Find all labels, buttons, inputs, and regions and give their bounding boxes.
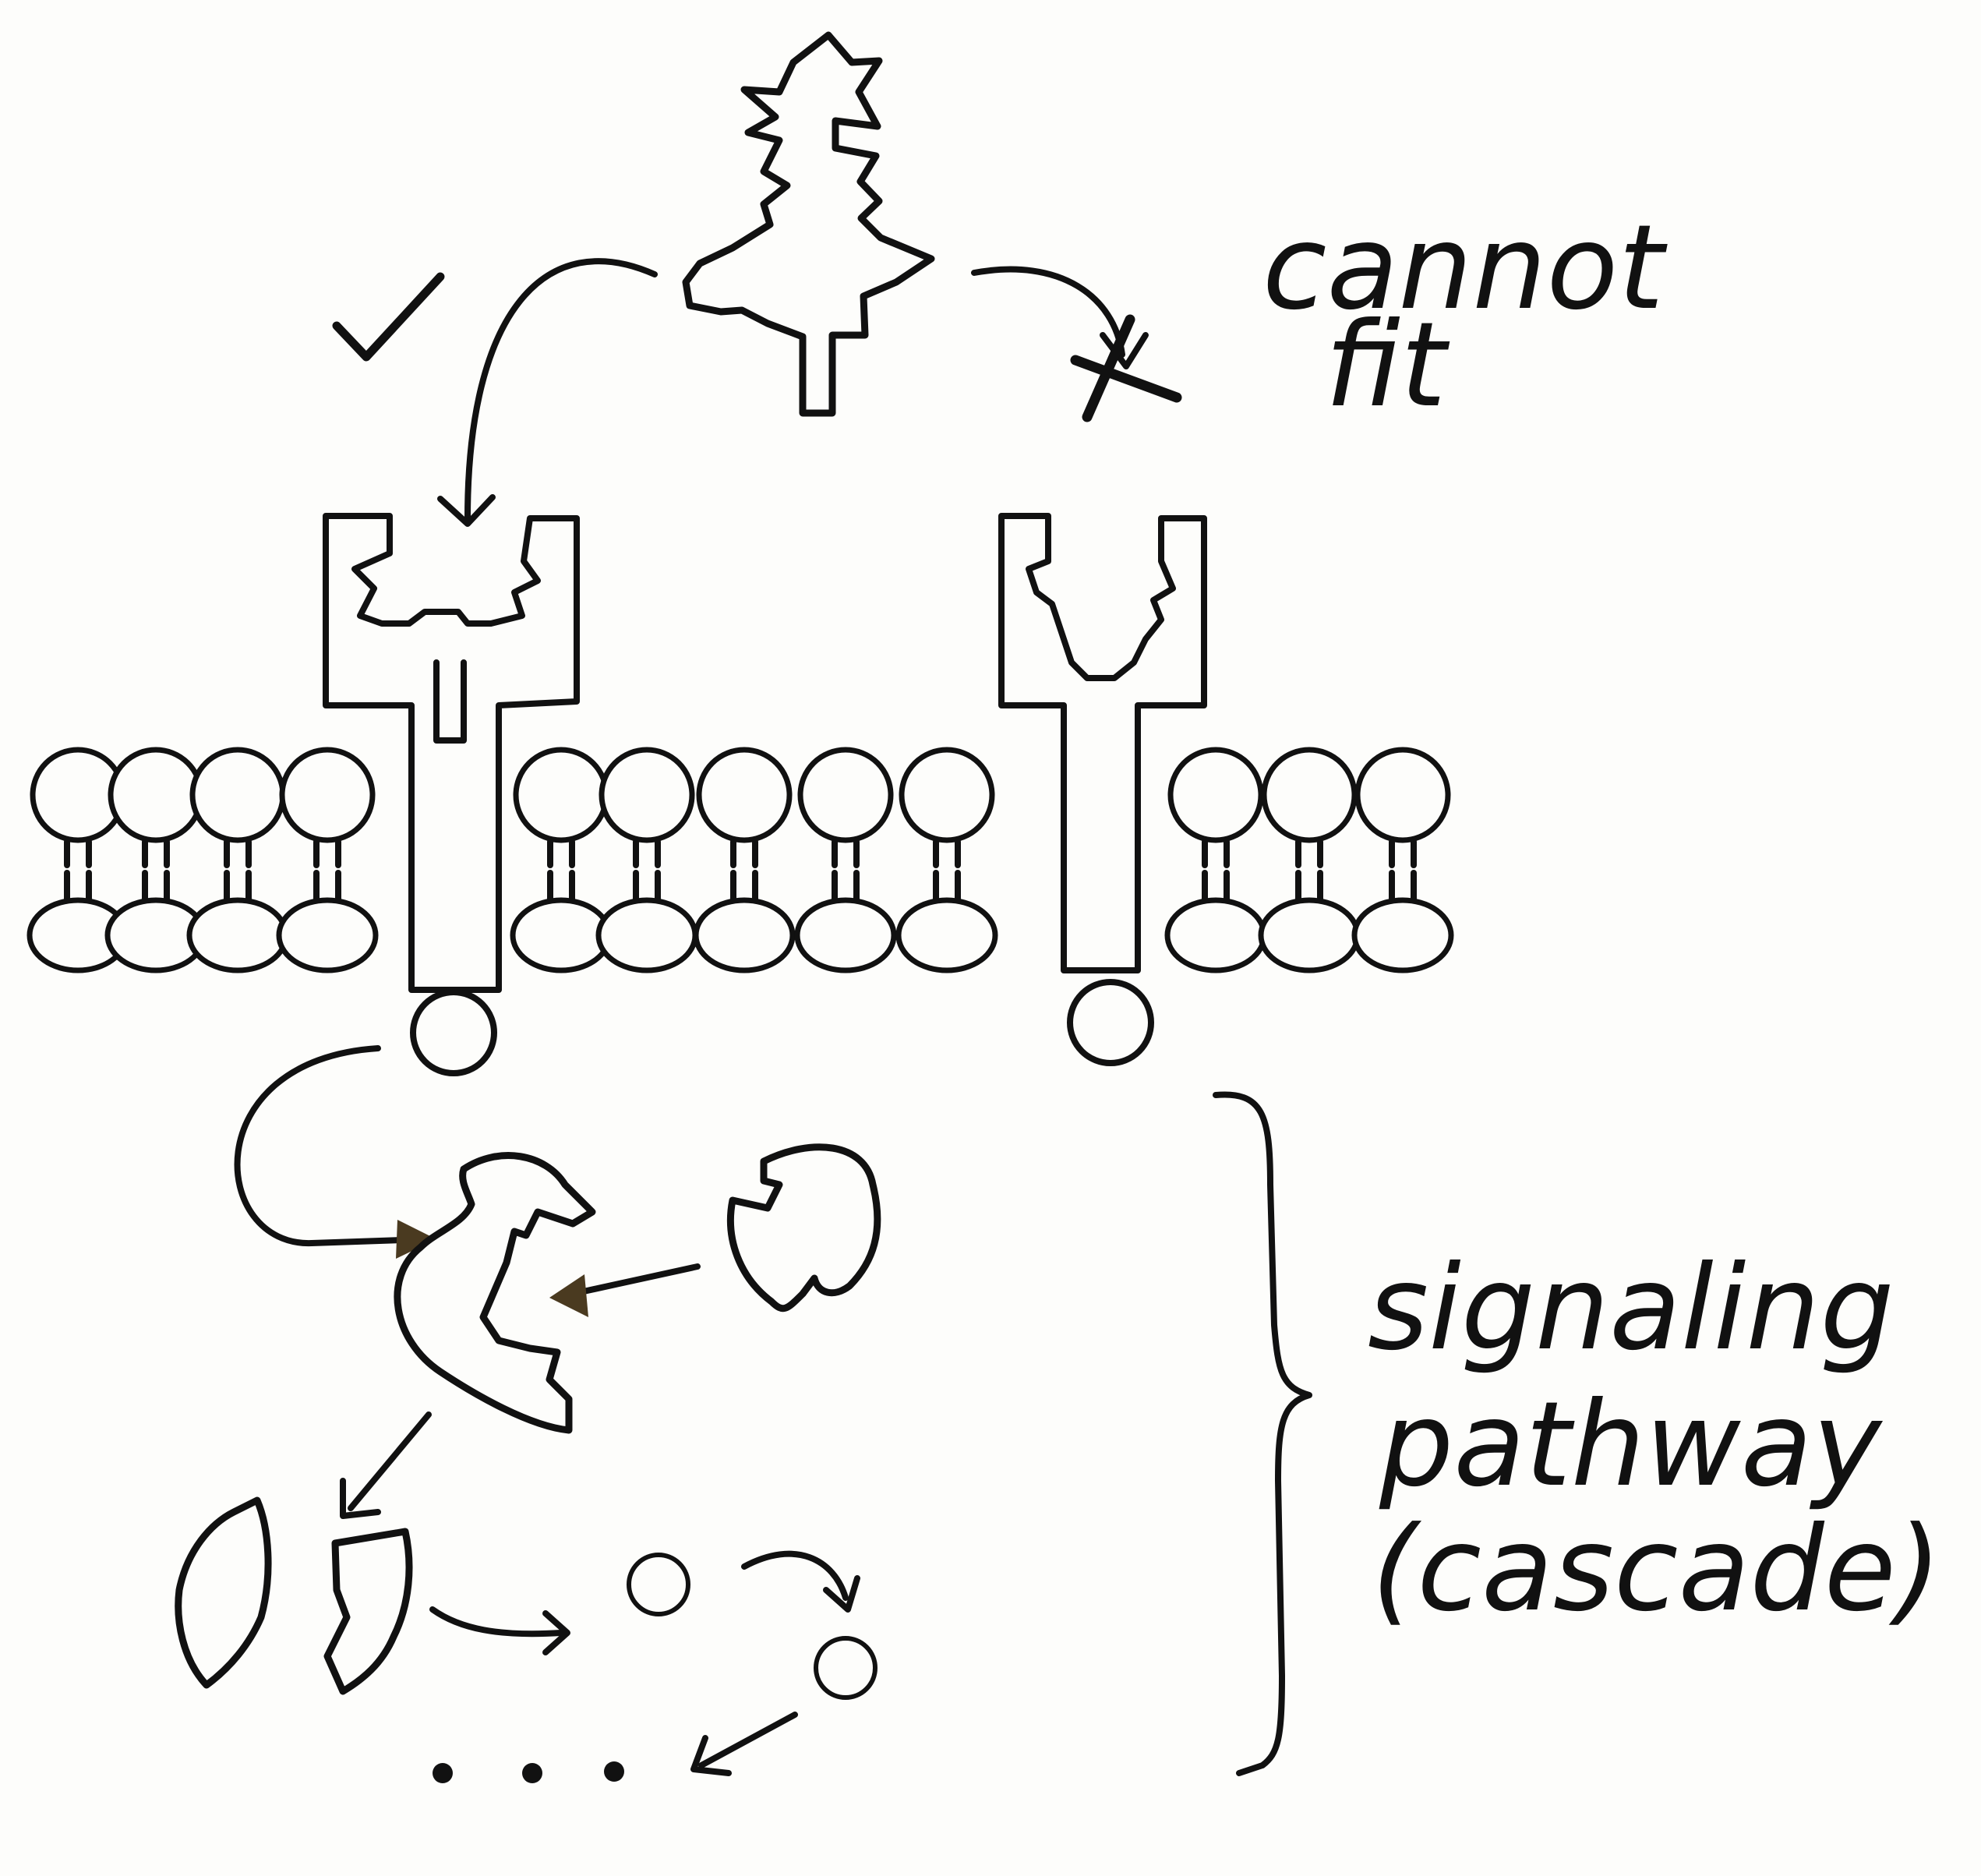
phospholipid-head-top — [108, 747, 204, 843]
cascade-label: signaling pathway (cascade) — [1368, 1241, 1941, 1638]
arrowhead-ellipsis — [690, 1735, 732, 1776]
enzyme — [394, 1152, 596, 1434]
receptor-fit — [323, 513, 580, 1076]
phospholipid-head-top — [696, 747, 793, 843]
arrow-fragments-to-messengers — [429, 1606, 564, 1638]
cascade-line2: pathway — [1379, 1377, 1884, 1513]
arrow-to-fit-receptor — [464, 258, 658, 521]
activation-arrows — [234, 1045, 436, 1259]
substrate-icon — [726, 1143, 881, 1312]
ligand-arrows — [437, 258, 1149, 527]
check-mark-icon — [332, 272, 445, 362]
cleaved-fragments — [175, 1496, 570, 1695]
ligand — [682, 31, 935, 417]
arrowhead-enzyme — [396, 1220, 436, 1259]
phospholipid-head-top — [1167, 747, 1264, 843]
arrow-between-messengers — [741, 1550, 849, 1601]
arrow-to-enzyme — [234, 1045, 428, 1247]
phospholipid-head-top — [899, 747, 995, 843]
arrow-to-nofit-receptor — [971, 266, 1125, 358]
phospholipid-head-top — [1354, 747, 1451, 843]
phospholipid-head-bottom — [595, 897, 698, 973]
receptor-fit-notch — [433, 659, 467, 744]
phospholipid-head-top — [599, 747, 695, 843]
substrate — [549, 1143, 881, 1317]
enzyme-icon — [394, 1152, 596, 1434]
cascade-line1: signaling — [1368, 1241, 1894, 1376]
phospholipid-head-top — [513, 747, 609, 843]
messenger-dot-icon — [627, 1553, 690, 1616]
phospholipid-head-bottom — [1351, 897, 1454, 973]
arrowhead-substrate — [549, 1274, 588, 1317]
phospholipid-head-bottom — [693, 897, 796, 973]
tree-shaped-ligand-icon — [682, 31, 935, 417]
cascade-brace — [1213, 1091, 1312, 1776]
cannot-fit-line1: cannot — [1262, 200, 1668, 336]
arrow-substrate-to-enzyme — [570, 1263, 701, 1297]
fragment-icon — [175, 1496, 272, 1689]
ellipsis-dot — [604, 1761, 624, 1782]
phospholipid-head-top — [797, 747, 894, 843]
arrowhead-messenger — [823, 1575, 860, 1613]
phospholipid-head-bottom — [794, 897, 897, 973]
cascade-line3: (cascade) — [1372, 1502, 1941, 1638]
phospholipid-bilayer — [26, 747, 1454, 973]
receptor-nofit — [998, 513, 1207, 1066]
arrowhead-messengers — [542, 1610, 570, 1655]
receptor-fit-tail-ball — [410, 989, 497, 1076]
fragment-icon — [323, 1528, 413, 1695]
phospholipid-head-bottom — [186, 897, 289, 973]
matching-receptor-icon — [323, 513, 580, 993]
cannot-fit-line2: fit — [1325, 298, 1450, 433]
messenger-dot-icon — [814, 1636, 878, 1700]
ellipsis-dot — [522, 1763, 542, 1783]
fit-marks — [332, 272, 1182, 422]
arrowhead-fragments — [340, 1478, 381, 1519]
receptor-nofit-tail-ball — [1067, 979, 1154, 1066]
arrow-to-fragments — [348, 1411, 432, 1511]
phospholipid-head-top — [1261, 747, 1358, 843]
arrowhead-fit — [437, 494, 496, 527]
second-messengers — [433, 1550, 878, 1783]
phospholipid-head-top — [189, 747, 286, 843]
phospholipid-head-bottom — [1164, 897, 1267, 973]
arrowhead-nofit — [1100, 332, 1149, 369]
phospholipid-head-bottom — [510, 897, 613, 973]
cannot-fit-label: cannot fit — [1262, 200, 1668, 433]
ellipsis-dot — [433, 1763, 453, 1783]
phospholipid-head-top — [279, 747, 376, 843]
phospholipid-head-bottom — [1258, 897, 1361, 973]
cross-mark-icon — [1070, 314, 1182, 422]
arrow-to-ellipsis — [698, 1712, 798, 1768]
non-matching-receptor-icon — [998, 513, 1207, 973]
phospholipid-head-bottom — [276, 897, 379, 973]
phospholipid-head-bottom — [895, 897, 998, 973]
